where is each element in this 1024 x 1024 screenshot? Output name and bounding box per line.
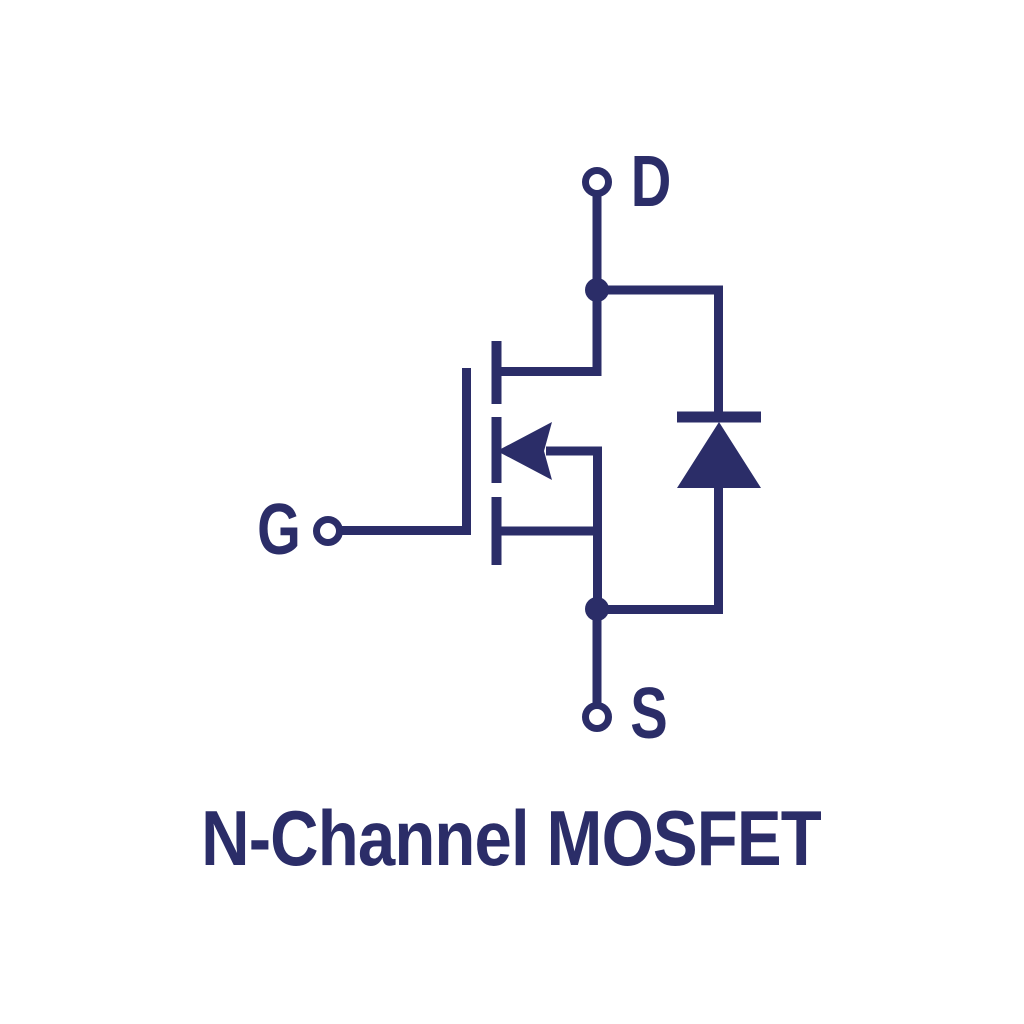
source-terminal-circle	[582, 702, 612, 732]
gate-terminal-circle	[313, 516, 343, 546]
diagram-title: N-Channel MOSFET	[201, 794, 822, 882]
source-junction-dot	[585, 597, 609, 621]
diode-source-branch-wire	[600, 486, 723, 614]
gate-terminal-label: G	[257, 490, 301, 570]
source-terminal-label: S	[630, 674, 668, 754]
drain-terminal-label: D	[630, 142, 672, 222]
body-lead-wire	[546, 446, 602, 609]
substrate-arrowhead	[497, 422, 552, 480]
drain-junction-dot	[585, 278, 609, 302]
drain-lead-wire	[492, 193, 602, 376]
drain-terminal-circle	[582, 167, 612, 197]
drain-diode-branch-wire	[597, 285, 723, 414]
diode-anode-triangle	[677, 422, 761, 488]
